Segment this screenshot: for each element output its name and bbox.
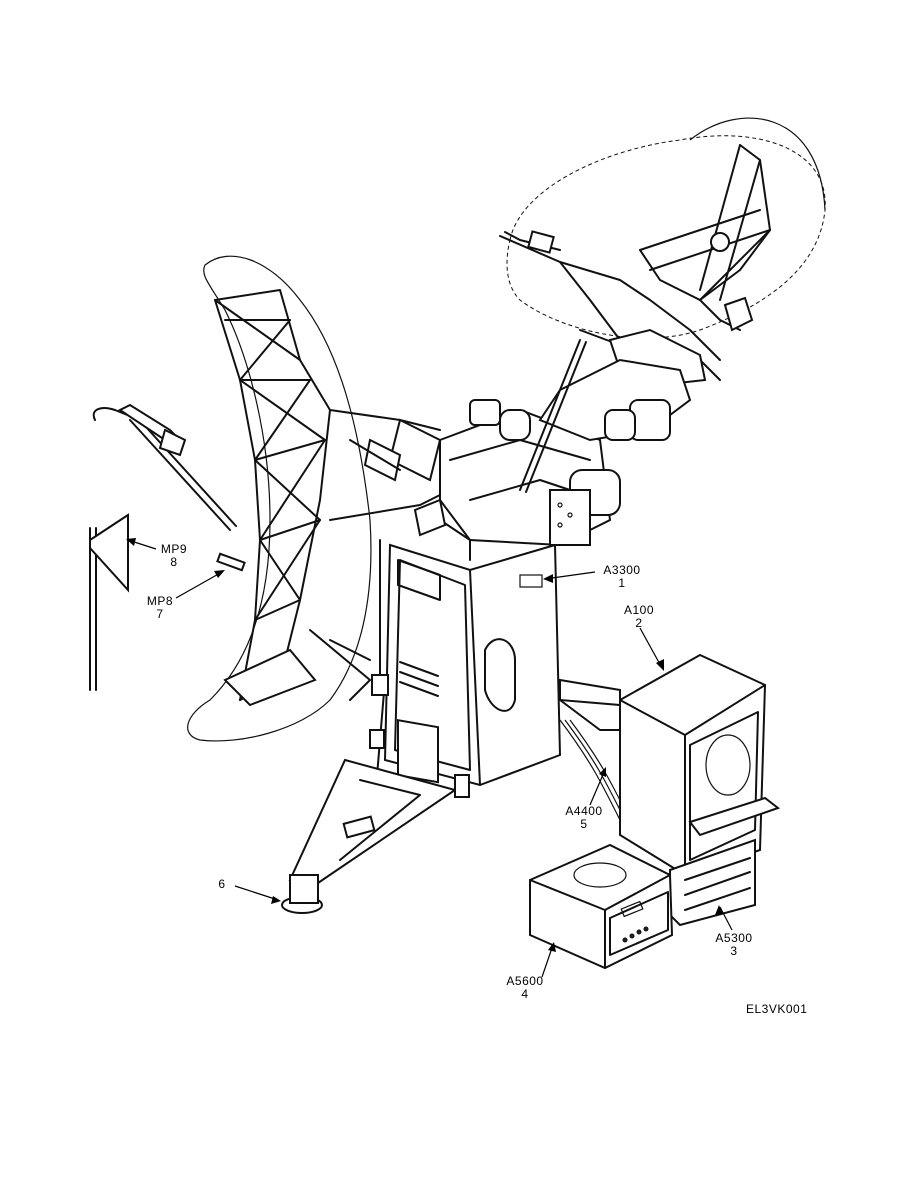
right-antenna-reflector xyxy=(499,117,826,387)
callout-item6-num: 6 xyxy=(218,877,226,891)
mp9-horn-assembly xyxy=(89,513,129,691)
a100-cabinet xyxy=(619,653,781,877)
callout-mp9-num: 8 xyxy=(170,555,178,569)
callout-a5600-code: A5600 xyxy=(506,974,544,988)
left-antenna-reflector xyxy=(92,255,372,742)
drive-gear-assembly xyxy=(329,339,692,561)
callout-mp8-code: MP8 xyxy=(146,594,174,608)
callout-mp9: MP9 8 xyxy=(154,543,194,569)
callout-a100-num: 2 xyxy=(635,616,643,630)
callout-a3300: A3300 1 xyxy=(596,564,648,590)
callout-a5600: A5600 4 xyxy=(498,975,552,1001)
callout-a3300-code: A3300 xyxy=(603,563,641,577)
callout-a5300: A5300 3 xyxy=(708,932,760,958)
callout-a4400: A4400 5 xyxy=(558,805,610,831)
callout-leaders xyxy=(126,538,733,978)
callout-a3300-num: 1 xyxy=(618,576,626,590)
callout-a4400-code: A4400 xyxy=(565,804,603,818)
callout-a100: A100 2 xyxy=(616,604,662,630)
callout-a4400-num: 5 xyxy=(580,817,588,831)
callout-a5300-num: 3 xyxy=(730,944,738,958)
callout-a5600-num: 4 xyxy=(521,987,529,1001)
callout-a100-code: A100 xyxy=(623,603,655,617)
pedestal-housing xyxy=(383,543,562,787)
callout-mp8: MP8 7 xyxy=(140,595,180,621)
callout-mp9-code: MP9 xyxy=(160,542,188,556)
callout-mp8-num: 7 xyxy=(156,607,164,621)
callout-item6: 6 xyxy=(212,878,232,891)
support-legs xyxy=(281,539,631,914)
callout-a5300-code: A5300 xyxy=(715,931,753,945)
a5600-unit xyxy=(529,843,674,970)
figure-id: EL3VK001 xyxy=(746,1002,808,1016)
